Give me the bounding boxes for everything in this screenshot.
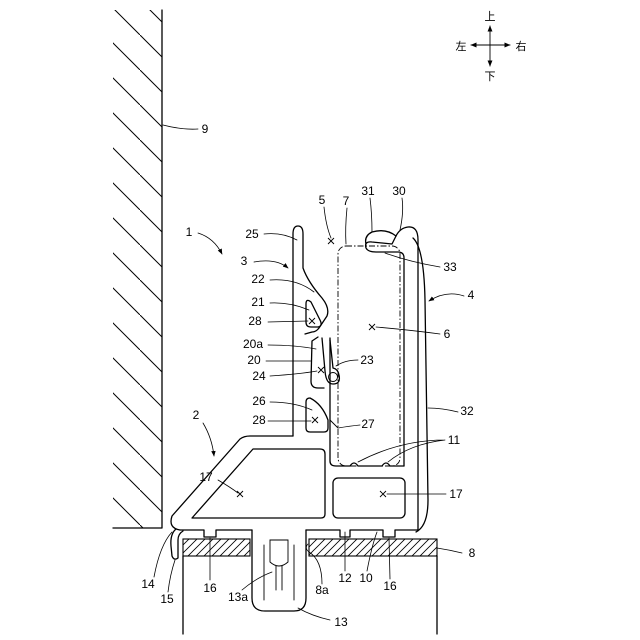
label-12: 12 — [338, 571, 352, 585]
label-20a: 20a — [243, 337, 263, 351]
leader-21 — [270, 303, 309, 310]
label-6: 6 — [444, 327, 451, 341]
label-17-right: 17 — [449, 487, 463, 501]
label-23: 23 — [360, 353, 374, 367]
label-16-right: 16 — [383, 579, 397, 593]
label-9: 9 — [202, 122, 209, 136]
holder-wall-and-upper-hook — [293, 226, 328, 436]
leader-23 — [336, 360, 358, 366]
leader-2 — [203, 423, 214, 456]
direction-down-label: 下 — [485, 70, 496, 83]
floor-band-left — [183, 539, 250, 556]
label-13a: 13a — [228, 590, 248, 604]
leader-6 — [376, 327, 440, 334]
marker-28-upper — [309, 318, 315, 324]
label-14: 14 — [141, 577, 155, 591]
leader-4 — [429, 294, 464, 301]
label-28-lower: 28 — [252, 413, 266, 427]
leader-13a — [242, 572, 272, 590]
direction-up-label: 上 — [485, 10, 496, 23]
label-20: 20 — [247, 353, 261, 367]
label-4: 4 — [468, 288, 475, 302]
label-1: 1 — [186, 225, 193, 239]
label-31: 31 — [361, 184, 375, 198]
leader-8 — [437, 548, 462, 553]
base-bottom — [180, 530, 418, 537]
label-30: 30 — [392, 184, 406, 198]
right-hollow-chamber — [333, 478, 405, 518]
leader-14 — [154, 532, 172, 577]
label-2: 2 — [193, 408, 200, 422]
label-21: 21 — [251, 295, 265, 309]
label-17-left: 17 — [199, 470, 213, 484]
label-10: 10 — [359, 571, 373, 585]
side-wall-with-hook — [366, 227, 418, 530]
leader-20a — [268, 345, 316, 349]
label-32: 32 — [460, 404, 474, 418]
side-member — [366, 227, 428, 532]
holder-member — [293, 226, 339, 436]
direction-indicator: 上 下 左 右 — [456, 10, 527, 83]
floor-band-right — [309, 539, 437, 556]
gap-edge — [330, 420, 338, 428]
label-8a: 8a — [315, 583, 329, 597]
leader-7 — [346, 208, 347, 244]
direction-right-label: 右 — [516, 39, 527, 53]
label-25: 25 — [245, 227, 259, 241]
clip-slit — [276, 566, 282, 590]
label-15: 15 — [160, 592, 174, 606]
leader-33 — [385, 253, 440, 267]
leader-27 — [338, 425, 360, 428]
leader-15 — [168, 560, 175, 592]
base-member — [171, 338, 418, 559]
marker-17-right — [380, 491, 386, 497]
label-24: 24 — [252, 369, 266, 383]
leader-1 — [198, 233, 222, 254]
base-lip — [171, 529, 183, 559]
label-16-left: 16 — [203, 581, 217, 595]
label-3: 3 — [241, 254, 248, 268]
label-5: 5 — [319, 193, 326, 207]
lower-pocket — [306, 398, 328, 432]
label-13: 13 — [334, 615, 348, 629]
label-33: 33 — [443, 260, 457, 274]
leader-28-upper — [268, 321, 308, 322]
marker-24 — [318, 367, 324, 373]
marker-28-lower — [312, 417, 318, 423]
label-22: 22 — [251, 272, 265, 286]
label-28-upper: 28 — [248, 314, 262, 328]
leader-32 — [428, 408, 458, 412]
label-26: 26 — [252, 394, 266, 408]
label-7: 7 — [343, 194, 350, 208]
clip — [252, 530, 306, 611]
base-slanted-top — [171, 436, 293, 530]
direction-left-label: 左 — [456, 40, 467, 53]
marker-6 — [369, 324, 375, 330]
leader-3 — [254, 261, 288, 268]
tongue — [322, 338, 339, 384]
marker-5 — [328, 238, 334, 244]
wall-hatching — [113, 10, 162, 528]
label-11: 11 — [448, 433, 461, 447]
leader-17-left — [218, 480, 238, 493]
label-27: 27 — [361, 417, 375, 431]
leader-31 — [370, 198, 372, 232]
leader-30 — [400, 198, 403, 230]
leader-9 — [163, 125, 198, 129]
clip-outline — [252, 530, 306, 611]
leader-25 — [264, 234, 297, 240]
clip-legs — [264, 545, 294, 600]
leader-13 — [298, 608, 330, 620]
wall — [113, 10, 162, 528]
outer-cover — [413, 238, 428, 532]
label-8: 8 — [469, 546, 476, 560]
leader-11 — [358, 440, 445, 462]
clip-head — [270, 540, 288, 566]
floor — [183, 539, 437, 634]
marker-17-left — [237, 491, 243, 497]
leader-5 — [324, 207, 331, 238]
leader-22 — [270, 280, 314, 292]
